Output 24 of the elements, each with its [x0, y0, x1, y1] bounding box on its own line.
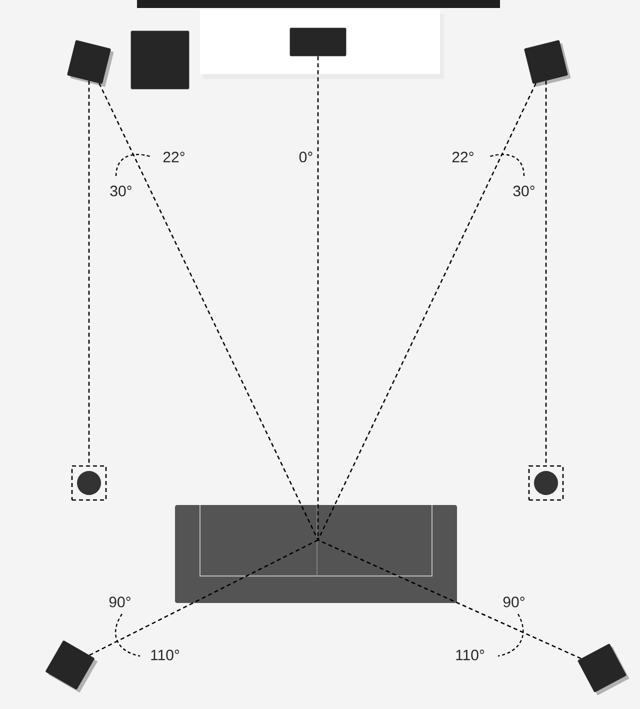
angle-label: 30°: [110, 186, 132, 196]
sight-line: [88, 80, 90, 466]
speaker: [578, 644, 630, 696]
speaker: [290, 28, 346, 56]
angle-label: 110°: [151, 650, 180, 660]
sight-line: [89, 539, 318, 656]
ceiling-speaker: [71, 465, 107, 501]
angle-label: 22°: [452, 152, 474, 162]
angle-label: 110°: [456, 650, 484, 660]
speaker: [130, 30, 190, 90]
sight-line: [317, 83, 536, 540]
sofa: [175, 504, 457, 603]
angle-label: 90°: [503, 596, 524, 608]
angle-label: 22°: [163, 152, 184, 162]
ceiling-speaker: [528, 465, 564, 501]
sight-line: [318, 539, 582, 660]
angle-label: 90°: [109, 596, 130, 608]
sight-line: [98, 83, 319, 540]
speaker: [67, 40, 114, 87]
angle-label: 30°: [513, 186, 534, 196]
sight-line: [545, 80, 547, 466]
speaker: [46, 640, 98, 693]
angle-label: 0°: [299, 152, 312, 162]
speaker: [524, 40, 571, 87]
